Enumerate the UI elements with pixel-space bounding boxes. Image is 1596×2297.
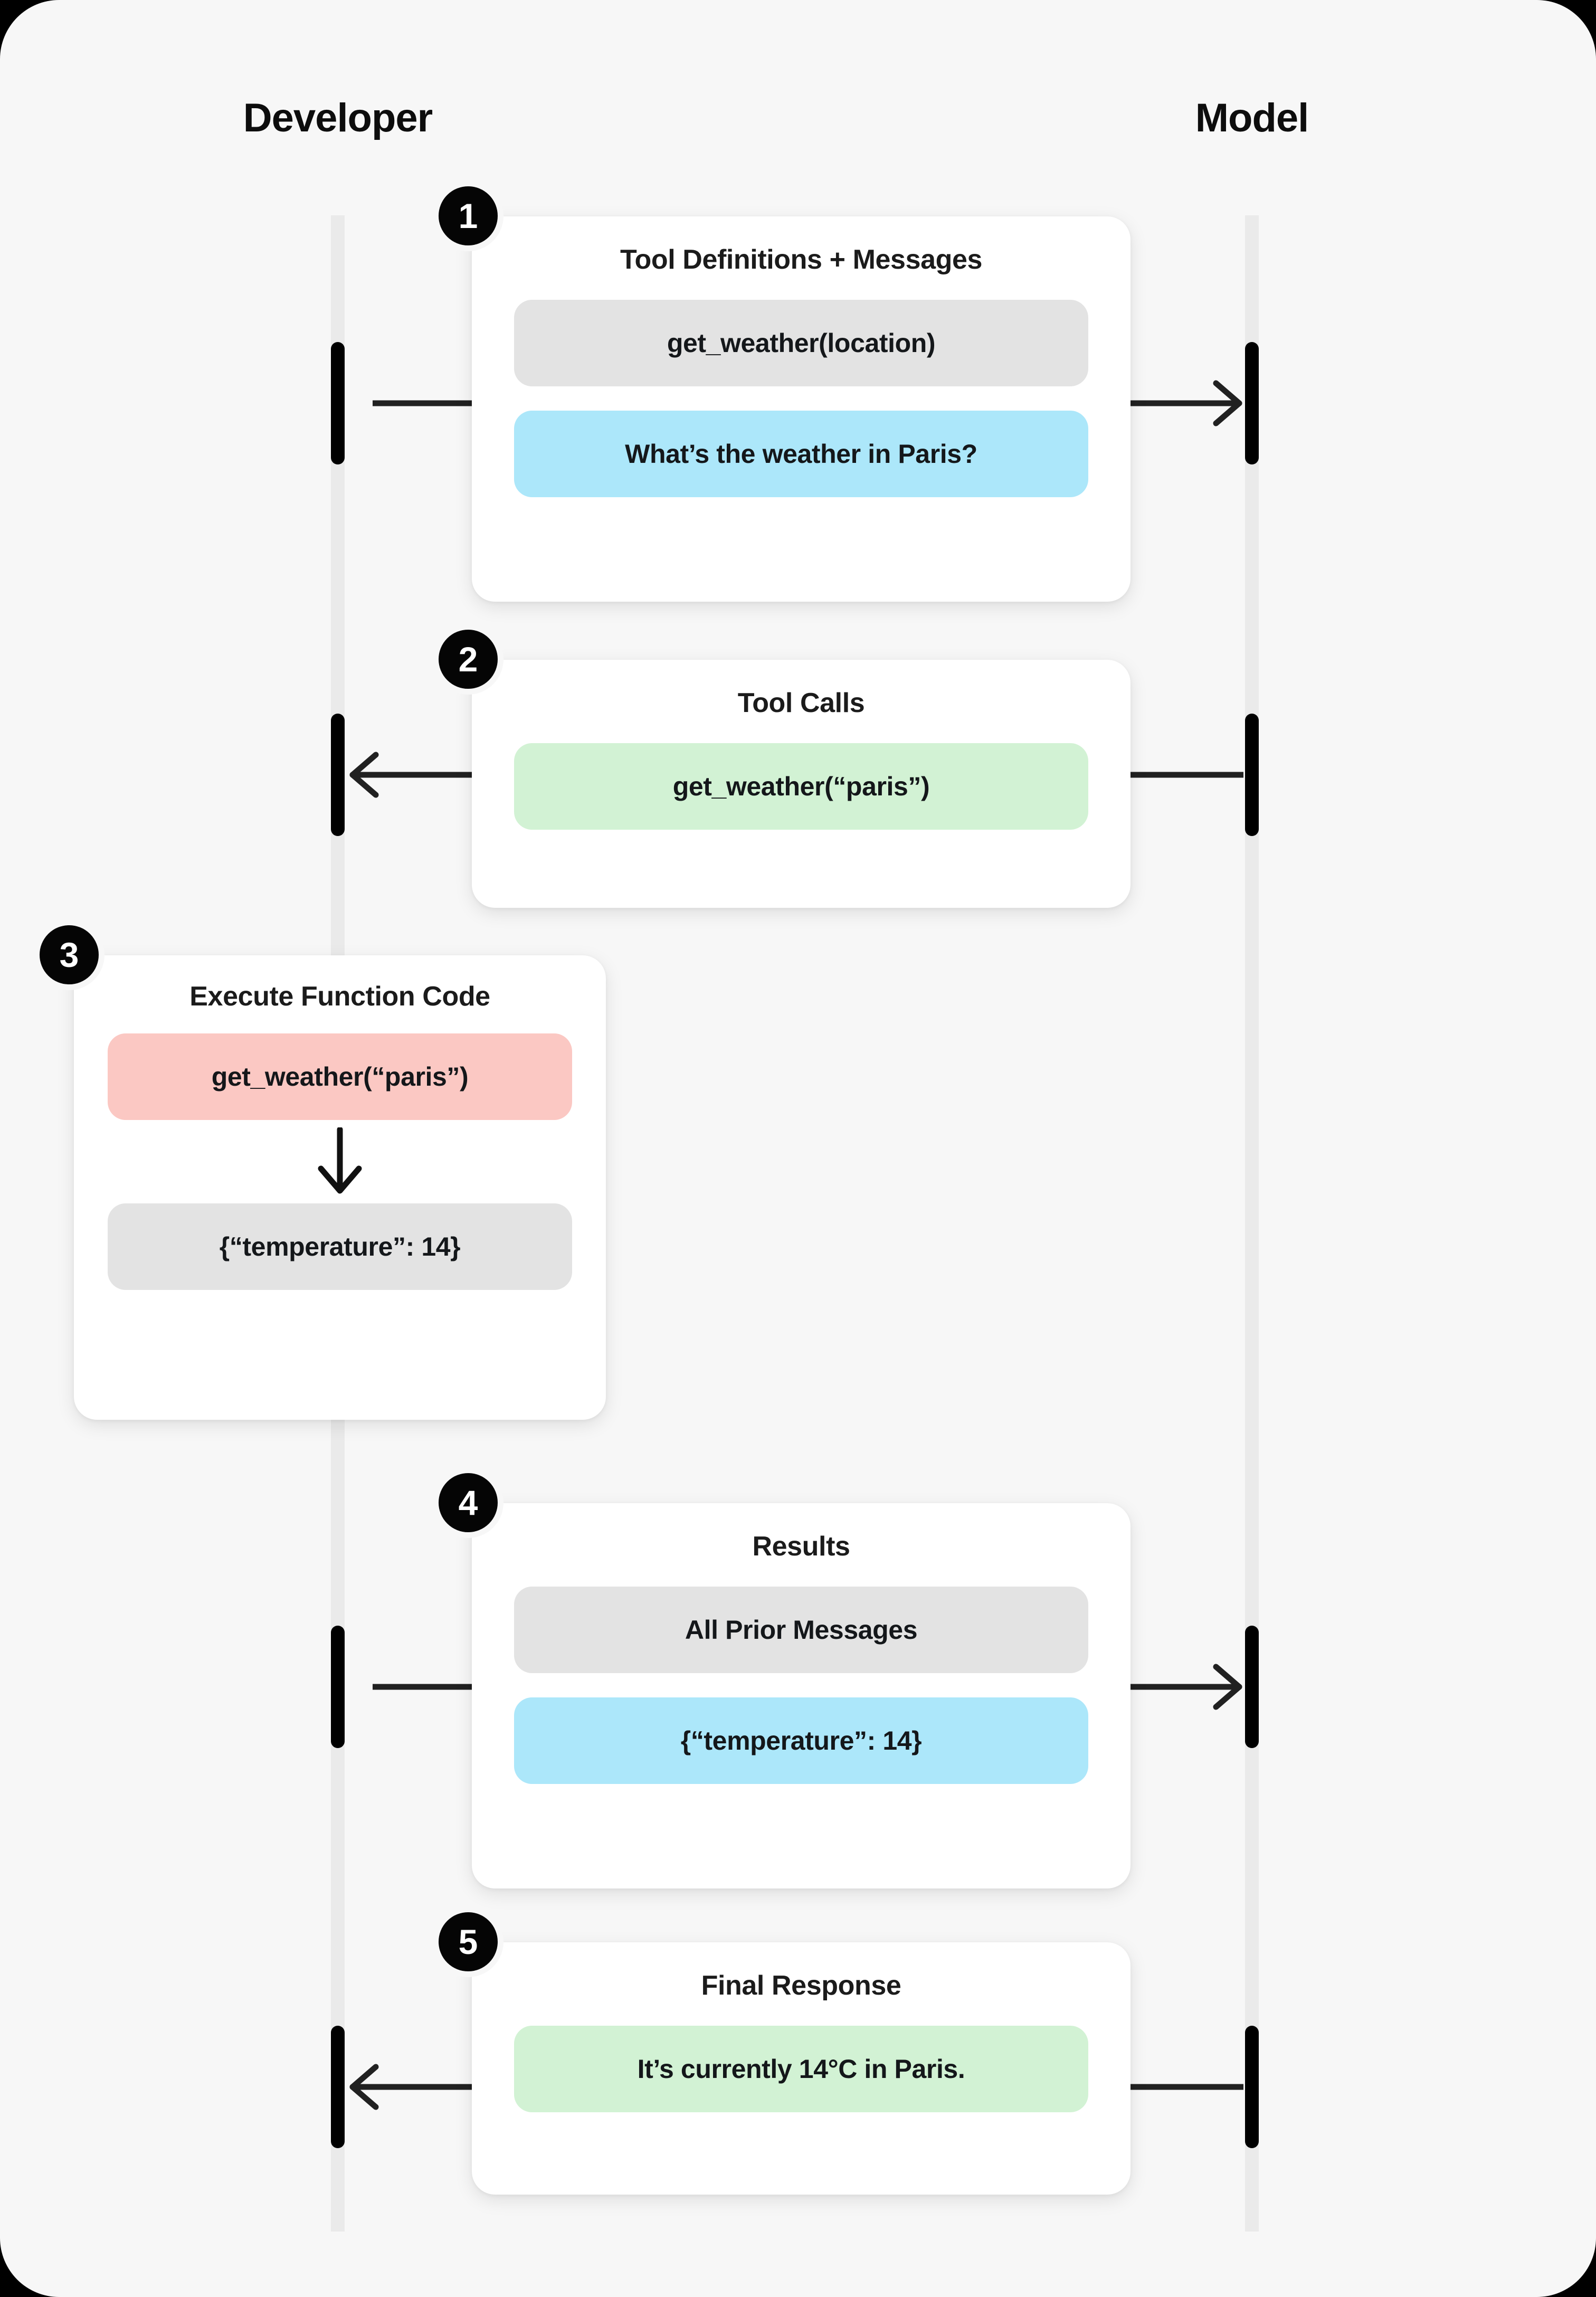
step-4-title: Results	[752, 1531, 850, 1562]
lifeline-model	[1245, 215, 1259, 2232]
connector-step-5-left	[346, 2064, 473, 2110]
step-card-2[interactable]: Tool Calls get_weather(“paris”)	[472, 660, 1130, 908]
column-header-model: Model	[1195, 96, 1309, 140]
step-badge-1: 1	[433, 181, 504, 251]
step-card-5[interactable]: Final Response It’s currently 14°C in Pa…	[472, 1942, 1130, 2195]
connector-step-2-left	[346, 752, 473, 798]
step-3-title: Execute Function Code	[189, 981, 490, 1012]
step-1-title: Tool Definitions + Messages	[620, 244, 983, 275]
activation-bar-model-5	[1245, 2026, 1259, 2148]
step-4-pill-1[interactable]: All Prior Messages	[514, 1587, 1088, 1673]
step-3-pill-2[interactable]: {“temperature”: 14}	[108, 1203, 572, 1290]
activation-bar-model-2	[1245, 714, 1259, 836]
step-badge-4: 4	[433, 1467, 504, 1538]
arrow-down-icon	[315, 1127, 365, 1196]
step-2-title: Tool Calls	[737, 688, 865, 718]
step-badge-2: 2	[433, 624, 504, 695]
arrow-right-icon	[1193, 378, 1246, 429]
connector-step-1-right	[1129, 380, 1243, 426]
step-3-pill-1[interactable]: get_weather(“paris”)	[108, 1033, 572, 1120]
activation-bar-model-1	[1245, 342, 1259, 464]
step-badge-5: 5	[433, 1906, 504, 1977]
arrow-left-icon	[346, 749, 404, 800]
activation-bar-model-4	[1245, 1626, 1259, 1748]
connector-step-2-right	[1129, 761, 1243, 789]
arrow-left-icon	[346, 2062, 404, 2112]
activation-bar-developer-5	[331, 2026, 345, 2148]
connector-step-4-right	[1129, 1664, 1243, 1710]
column-header-developer: Developer	[243, 96, 433, 140]
step-1-pill-1[interactable]: get_weather(location)	[514, 300, 1088, 386]
connector-step-1-left	[373, 390, 473, 417]
arrow-right-icon	[1193, 1662, 1246, 1712]
step-card-1[interactable]: Tool Definitions + Messages get_weather(…	[472, 216, 1130, 602]
step-2-pill-1[interactable]: get_weather(“paris”)	[514, 743, 1088, 830]
step-4-pill-2[interactable]: {“temperature”: 14}	[514, 1697, 1088, 1784]
activation-bar-developer-2	[331, 714, 345, 836]
activation-bar-developer-1	[331, 342, 345, 464]
activation-bar-developer-4	[331, 1626, 345, 1748]
step-5-pill-1[interactable]: It’s currently 14°C in Paris.	[514, 2026, 1088, 2112]
step-5-title: Final Response	[701, 1970, 901, 2001]
connector-step-5-right	[1129, 2073, 1243, 2101]
connector-step-4-left	[373, 1673, 473, 1701]
step-card-4[interactable]: Results All Prior Messages {“temperature…	[472, 1503, 1130, 1888]
step-card-3[interactable]: Execute Function Code get_weather(“paris…	[74, 955, 606, 1420]
step-badge-3: 3	[34, 919, 104, 990]
step-1-pill-2[interactable]: What’s the weather in Paris?	[514, 411, 1088, 497]
